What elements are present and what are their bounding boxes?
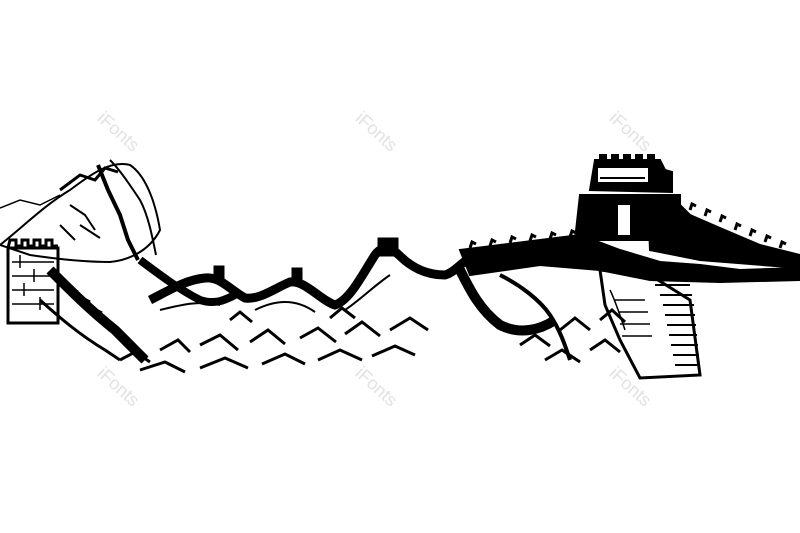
right-foliage [519,240,776,364]
right-wall-segment [455,228,800,361]
right-fortress [573,154,800,270]
foreground-rocks [119,306,429,374]
left-wall-descending [38,256,237,364]
left-mountain-cluster [0,159,162,264]
left-tower [6,238,60,325]
right-staircase [598,268,702,380]
central-wall-ridge [147,237,473,313]
